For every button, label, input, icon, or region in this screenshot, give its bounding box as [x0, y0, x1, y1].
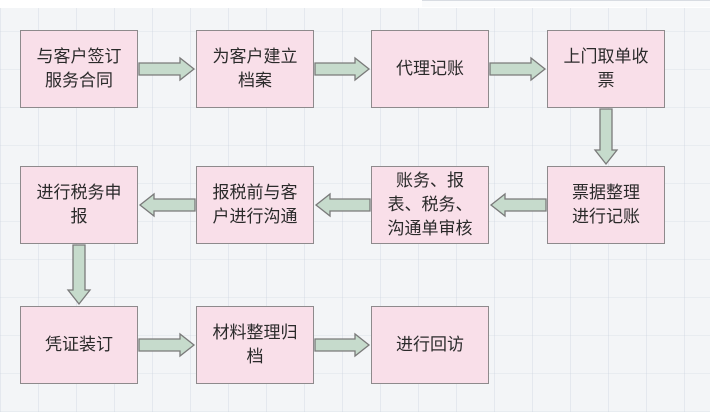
- arrow-s10-to-s11: [314, 332, 371, 358]
- arrow-s9-to-s10: [138, 332, 196, 358]
- top-border-strip: [422, 0, 710, 7]
- step-tax-filing: 进行税务申报: [20, 166, 138, 244]
- step-bookkeeping: 代理记账: [371, 30, 489, 108]
- arrow-s1-to-s2: [138, 56, 196, 82]
- step-pre-tax-communication: 报税前与客户进行沟通: [196, 166, 314, 244]
- step-archive-materials: 材料整理归档: [196, 306, 314, 384]
- step-audit-reports: 账务、报表、税务、沟通单审核: [371, 166, 489, 244]
- step-sort-receipts: 票据整理进行记账: [547, 166, 665, 244]
- step-bind-vouchers: 凭证装订: [20, 306, 138, 384]
- step-collect-receipts: 上门取单收票: [547, 30, 665, 108]
- arrow-s2-to-s3: [314, 56, 371, 82]
- arrow-s7-to-s8: [138, 192, 196, 218]
- step-create-file: 为客户建立档案: [196, 30, 314, 108]
- arrow-s8-to-s9: [66, 244, 92, 306]
- arrow-s6-to-s7: [314, 192, 371, 218]
- arrow-s5-to-s6: [489, 192, 547, 218]
- step-follow-up-visit: 进行回访: [371, 306, 489, 384]
- step-sign-contract: 与客户签订服务合同: [20, 30, 138, 108]
- arrow-s3-to-s4: [489, 56, 547, 82]
- arrow-s4-to-s5: [593, 108, 619, 166]
